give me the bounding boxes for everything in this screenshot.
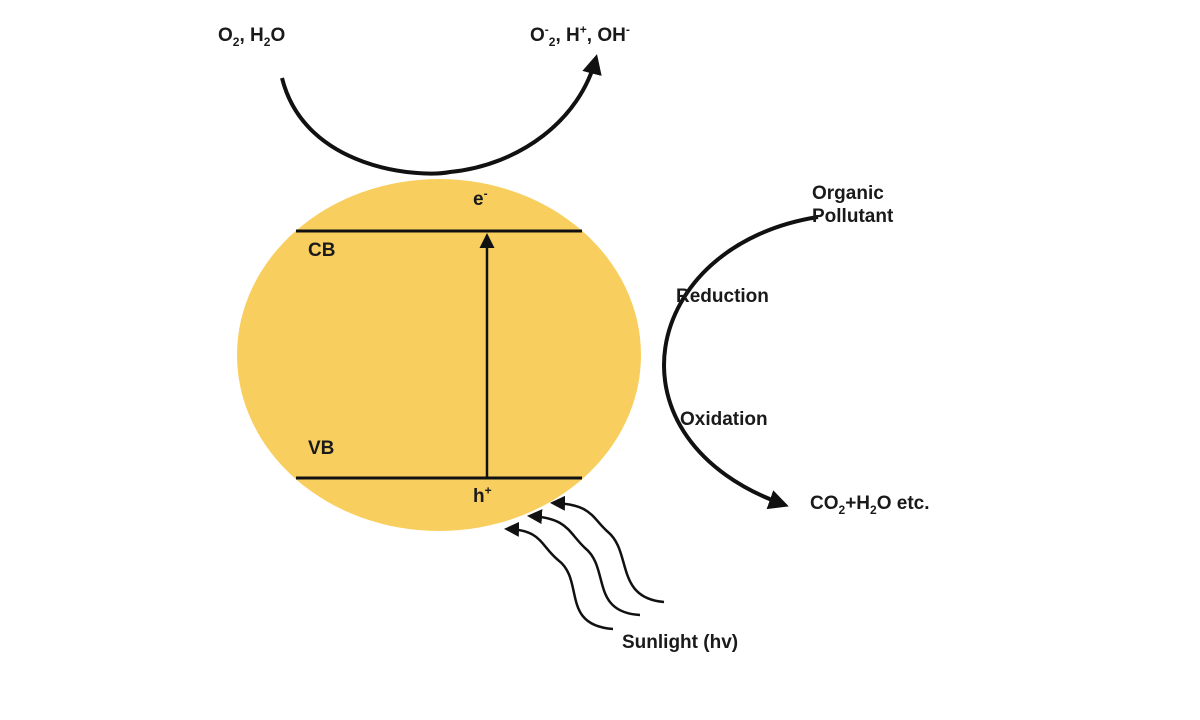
sunlight-label: Sunlight (hv) bbox=[622, 632, 739, 653]
organic-pollutant-line1: Organic bbox=[812, 183, 884, 204]
hole-label: h+ bbox=[473, 483, 492, 507]
right-reaction-arrow bbox=[662, 215, 819, 510]
products-top-label: O-2, H+, OH- bbox=[530, 22, 630, 49]
conduction-band-label: CB bbox=[308, 240, 336, 261]
valence-band-label: VB bbox=[308, 438, 335, 459]
sunlight-ray-2 bbox=[527, 509, 641, 617]
organic-pollutant-label: Organic Pollutant bbox=[812, 183, 893, 229]
electron-label: e- bbox=[473, 186, 488, 210]
reduction-label: Reduction bbox=[676, 286, 769, 307]
reactants-top-label: O2, H2O bbox=[218, 25, 286, 49]
organic-pollutant-line2: Pollutant bbox=[812, 205, 894, 227]
sunlight-ray-1 bbox=[504, 521, 614, 631]
sunlight-ray-3 bbox=[550, 495, 665, 604]
products-right-label: CO2+H2O etc. bbox=[810, 493, 930, 517]
top-reaction-arrow bbox=[280, 54, 602, 176]
oxidation-label: Oxidation bbox=[680, 409, 768, 430]
semiconductor-particle bbox=[237, 179, 641, 531]
